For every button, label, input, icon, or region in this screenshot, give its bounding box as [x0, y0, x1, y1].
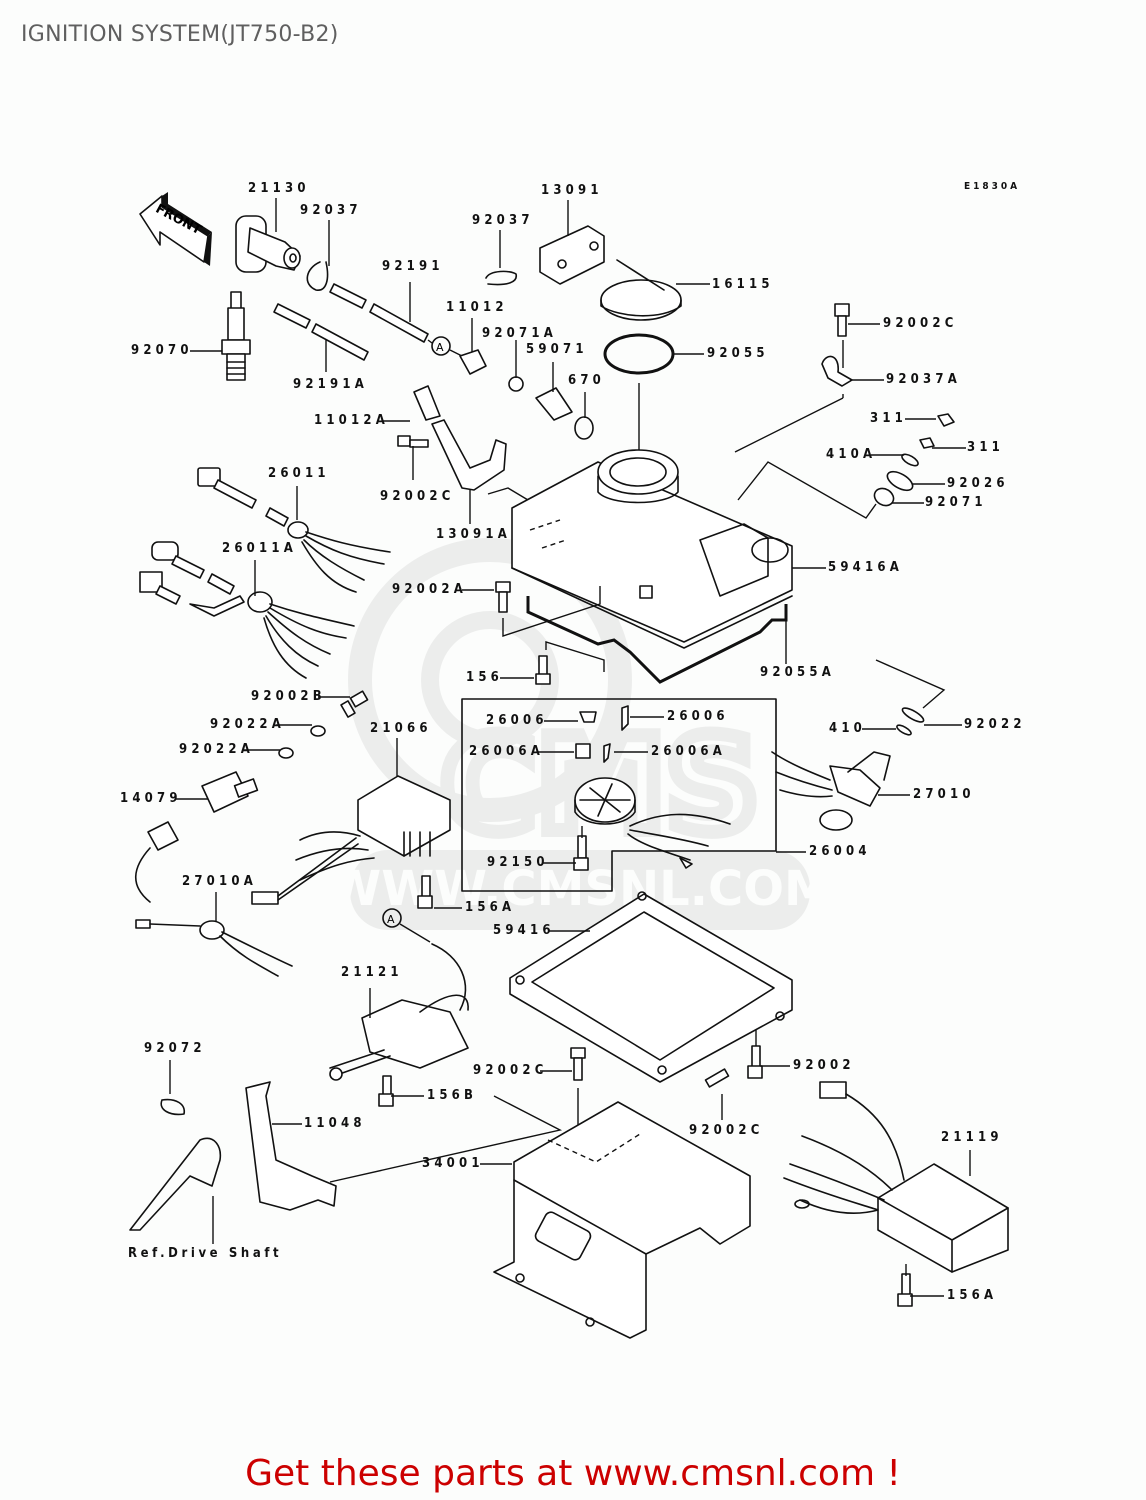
part-label-92002B[interactable]: 92002B — [251, 689, 326, 704]
part-label-34001[interactable]: 34001 — [422, 1156, 484, 1171]
part-label-21066[interactable]: 21066 — [370, 721, 432, 736]
part-label-16115[interactable]: 16115 — [712, 277, 774, 292]
part-label-14079[interactable]: 14079 — [120, 791, 182, 806]
part-label-92002[interactable]: 92002 — [793, 1058, 855, 1073]
part-label-156[interactable]: 156 — [466, 670, 504, 685]
part-label-92037-b[interactable]: 92037 — [472, 213, 534, 228]
part-label-92002C-mid[interactable]: 92002C — [473, 1063, 548, 1078]
connector-13091 — [539, 225, 605, 285]
fuse-26006 — [538, 705, 664, 763]
small-clamp — [485, 270, 517, 286]
part-label-26006-a[interactable]: 26006 — [486, 713, 548, 728]
callout-a-top: A — [436, 341, 444, 354]
harness-26011 — [197, 467, 391, 593]
bracket-11048 — [245, 1081, 337, 1211]
part-label-92037[interactable]: 92037 — [300, 203, 362, 218]
part-label-311-a[interactable]: 311 — [870, 411, 908, 426]
nut-311-b — [919, 437, 935, 449]
regulator-21066 — [251, 775, 451, 905]
part-label-670[interactable]: 670 — [568, 373, 606, 388]
part-label-26011[interactable]: 26011 — [268, 466, 330, 481]
part-label-11012A[interactable]: 11012A — [314, 413, 389, 428]
hoses — [273, 283, 429, 361]
part-label-26011A[interactable]: 26011A — [222, 541, 297, 556]
part-label-92055[interactable]: 92055 — [707, 346, 769, 361]
part-label-59071[interactable]: 59071 — [526, 342, 588, 357]
part-label-410[interactable]: 410 — [829, 721, 867, 736]
part-label-410A[interactable]: 410A — [826, 447, 877, 462]
part-label-26006-b[interactable]: 26006 — [667, 709, 729, 724]
spark-plug — [221, 291, 251, 381]
part-label-27010[interactable]: 27010 — [913, 787, 975, 802]
gasket-59416 — [509, 891, 793, 1083]
clamp-ring — [306, 261, 329, 291]
part-label-26006A-a[interactable]: 26006A — [469, 744, 544, 759]
part-label-13091A[interactable]: 13091A — [436, 527, 511, 542]
part-label-21130[interactable]: 21130 — [248, 181, 310, 196]
part-label-92072[interactable]: 92072 — [144, 1041, 206, 1056]
part-label-92002C-top[interactable]: 92002C — [883, 316, 958, 331]
diagram-code: E1830A — [964, 181, 1021, 192]
o-ring-92055 — [603, 333, 675, 375]
bracket-13091a — [431, 419, 507, 491]
part-label-156B[interactable]: 156B — [427, 1088, 478, 1103]
part-label-92002A[interactable]: 92002A — [392, 582, 467, 597]
page-title: IGNITION SYSTEM(JT750-B2) — [21, 22, 339, 47]
part-label-13091[interactable]: 13091 — [541, 183, 603, 198]
pickup-coil-26004 — [574, 777, 731, 869]
grommet-92026 — [886, 470, 914, 492]
front-arrow-icon: FRONT — [139, 192, 212, 266]
clamp-92037a — [821, 355, 853, 387]
part-label-92071[interactable]: 92071 — [925, 495, 987, 510]
clamp-92072 — [160, 1098, 186, 1116]
drive-shaft-ref — [129, 1137, 222, 1231]
harness-27010a — [135, 919, 293, 977]
part-label-92026[interactable]: 92026 — [947, 476, 1009, 491]
part-label-92191A[interactable]: 92191A — [293, 377, 368, 392]
part-label-21119[interactable]: 21119 — [941, 1130, 1003, 1145]
part-label-11048[interactable]: 11048 — [304, 1116, 366, 1131]
part-label-27010A[interactable]: 27010A — [182, 874, 257, 889]
part-label-156A-b[interactable]: 156A — [947, 1288, 998, 1303]
part-label-92070[interactable]: 92070 — [131, 343, 193, 358]
part-label-92037A[interactable]: 92037A — [886, 372, 961, 387]
grommet-92071 — [873, 487, 895, 507]
bolt-92002c — [834, 303, 850, 337]
sensor-27010 — [771, 751, 891, 831]
group-box-26004 — [461, 698, 777, 892]
part-label-92022[interactable]: 92022 — [964, 717, 1026, 732]
part-label-311-b[interactable]: 311 — [967, 440, 1005, 455]
part-label-59416[interactable]: 59416 — [493, 923, 555, 938]
part-label-92071A[interactable]: 92071A — [482, 326, 557, 341]
gasket-92055a — [526, 596, 788, 684]
nut-311-a — [937, 413, 955, 427]
callout-a-bottom: A — [387, 913, 395, 926]
part-label-59416A[interactable]: 59416A — [828, 560, 903, 575]
cdi-unit-21119 — [783, 1081, 1009, 1273]
plug-cap-11012 — [459, 349, 487, 375]
harness-26011a — [139, 541, 355, 679]
case-59416a — [511, 449, 793, 649]
part-label-92022A-b[interactable]: 92022A — [179, 742, 254, 757]
part-label-92150[interactable]: 92150 — [487, 855, 549, 870]
part-label-156A-a[interactable]: 156A — [465, 900, 516, 915]
part-label-92002C-left[interactable]: 92002C — [380, 489, 455, 504]
ignition-coil-21121 — [329, 943, 469, 1081]
spark-plug-cap — [235, 215, 301, 273]
footer-link[interactable]: Get these parts at www.cmsnl.com ! — [245, 1453, 901, 1494]
part-label-92022A-a[interactable]: 92022A — [210, 717, 285, 732]
part-label-26004[interactable]: 26004 — [809, 844, 871, 859]
part-label-26006A-b[interactable]: 26006A — [651, 744, 726, 759]
part-label-11012[interactable]: 11012 — [446, 300, 508, 315]
ref-drive-shaft-note: Ref.Drive Shaft — [128, 1246, 283, 1261]
bracket-34001 — [493, 1101, 751, 1339]
part-label-92191[interactable]: 92191 — [382, 259, 444, 274]
part-label-21121[interactable]: 21121 — [341, 965, 403, 980]
part-label-92055A[interactable]: 92055A — [760, 665, 835, 680]
switch-14079 — [135, 771, 259, 903]
filler-cap-16115 — [600, 259, 682, 321]
part-label-92002C-right[interactable]: 92002C — [689, 1123, 764, 1138]
